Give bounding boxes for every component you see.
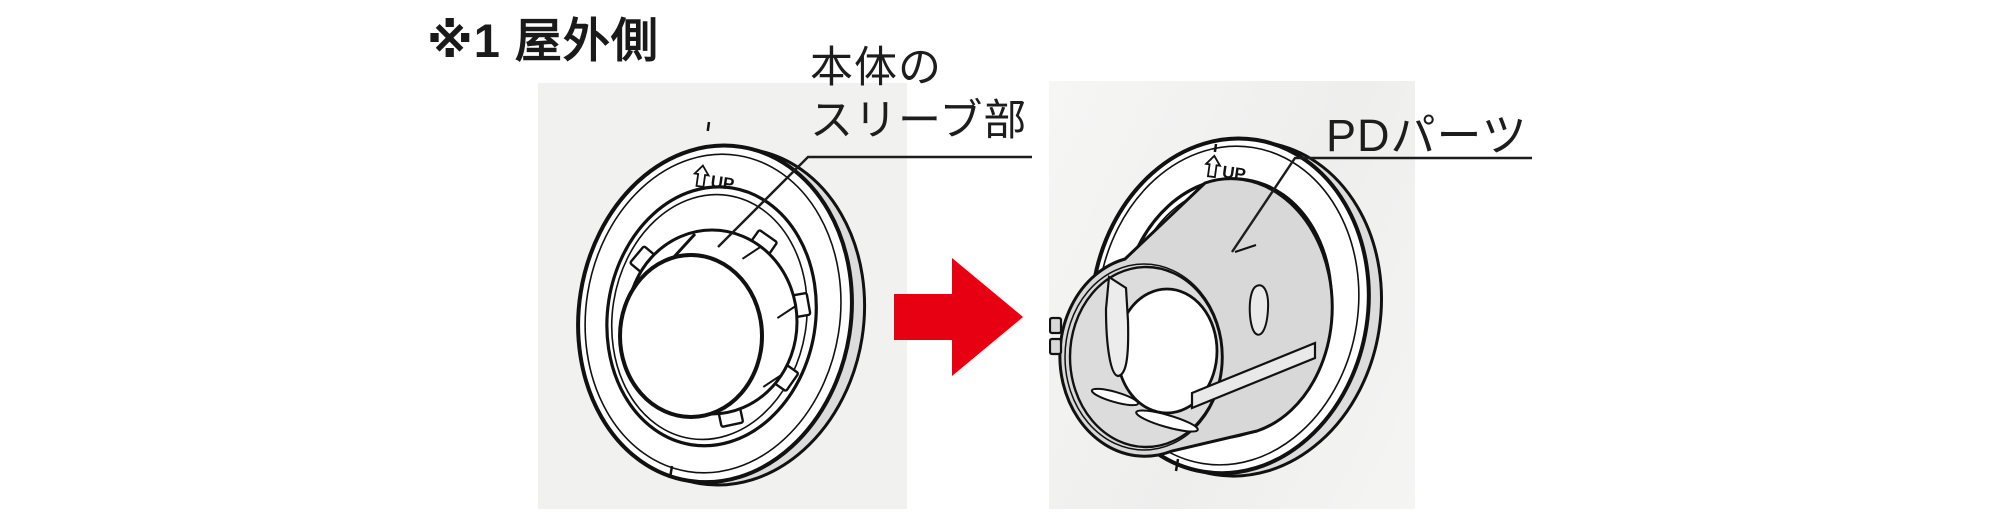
sleeve-callout: 本体の スリーブ部 — [810, 42, 1027, 148]
body-sleeve — [618, 228, 812, 428]
bottom-slot — [1090, 387, 1140, 407]
side-slot — [1248, 284, 1270, 336]
latch-hook — [1104, 275, 1130, 378]
up-label: UP — [709, 172, 735, 194]
bottom-slot — [1135, 409, 1199, 433]
up-arrow-icon — [692, 164, 711, 188]
sleeve-callout-line1: 本体の — [810, 44, 942, 92]
pd-callout: PDパーツ — [1326, 110, 1528, 161]
alignment-tick-bottom — [668, 465, 674, 479]
cross-ledge — [1190, 341, 1317, 410]
alignment-tick — [706, 121, 711, 132]
before-panel: UP — [538, 83, 907, 509]
sleeve-callout-line2: スリーブ部 — [810, 97, 1028, 145]
up-label: UP — [1221, 162, 1247, 184]
up-arrow-icon — [1204, 154, 1222, 179]
alignment-tick — [1213, 143, 1218, 153]
alignment-tick-bottom — [1174, 458, 1180, 472]
red-arrow-right-icon — [894, 258, 1023, 376]
figure-title: ※1 屋外側 — [427, 14, 659, 67]
transform-arrow — [894, 258, 1024, 378]
before-illustration: UP — [576, 121, 867, 487]
